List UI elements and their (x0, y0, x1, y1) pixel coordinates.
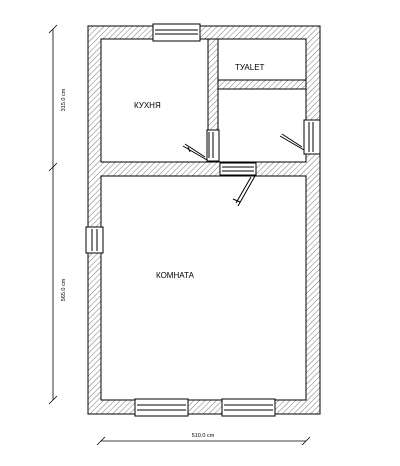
dim-width: 510.0 cm (192, 433, 215, 439)
walls (87, 25, 321, 415)
dim-height-top: 315.0 cm (61, 88, 67, 111)
windows (85, 23, 276, 417)
door-room (219, 162, 257, 207)
wall-toilet-bath (217, 79, 307, 90)
room-label-kitchen: КУХНЯ (134, 101, 161, 110)
window-left (85, 226, 104, 254)
window-bottom-left (134, 398, 189, 417)
room-label-room: КОМНАТА (156, 271, 195, 280)
dimension-bottom: 510.0 cm (96, 433, 311, 446)
dim-height-bottom: 565.0 cm (61, 278, 67, 301)
kitchen-interior (100, 38, 209, 163)
outer-wall-lower (100, 175, 307, 401)
door-kitchen (182, 129, 220, 162)
doors (182, 119, 321, 207)
toilet-interior (217, 38, 307, 81)
dimension-left: 315.0 cm 565.0 cm (48, 24, 67, 405)
window-top (152, 23, 201, 42)
bath-interior (217, 88, 307, 163)
room-label-toilet: ТУАLЕТ (235, 63, 265, 72)
door-bath (279, 119, 321, 155)
window-bottom-right (221, 398, 276, 417)
